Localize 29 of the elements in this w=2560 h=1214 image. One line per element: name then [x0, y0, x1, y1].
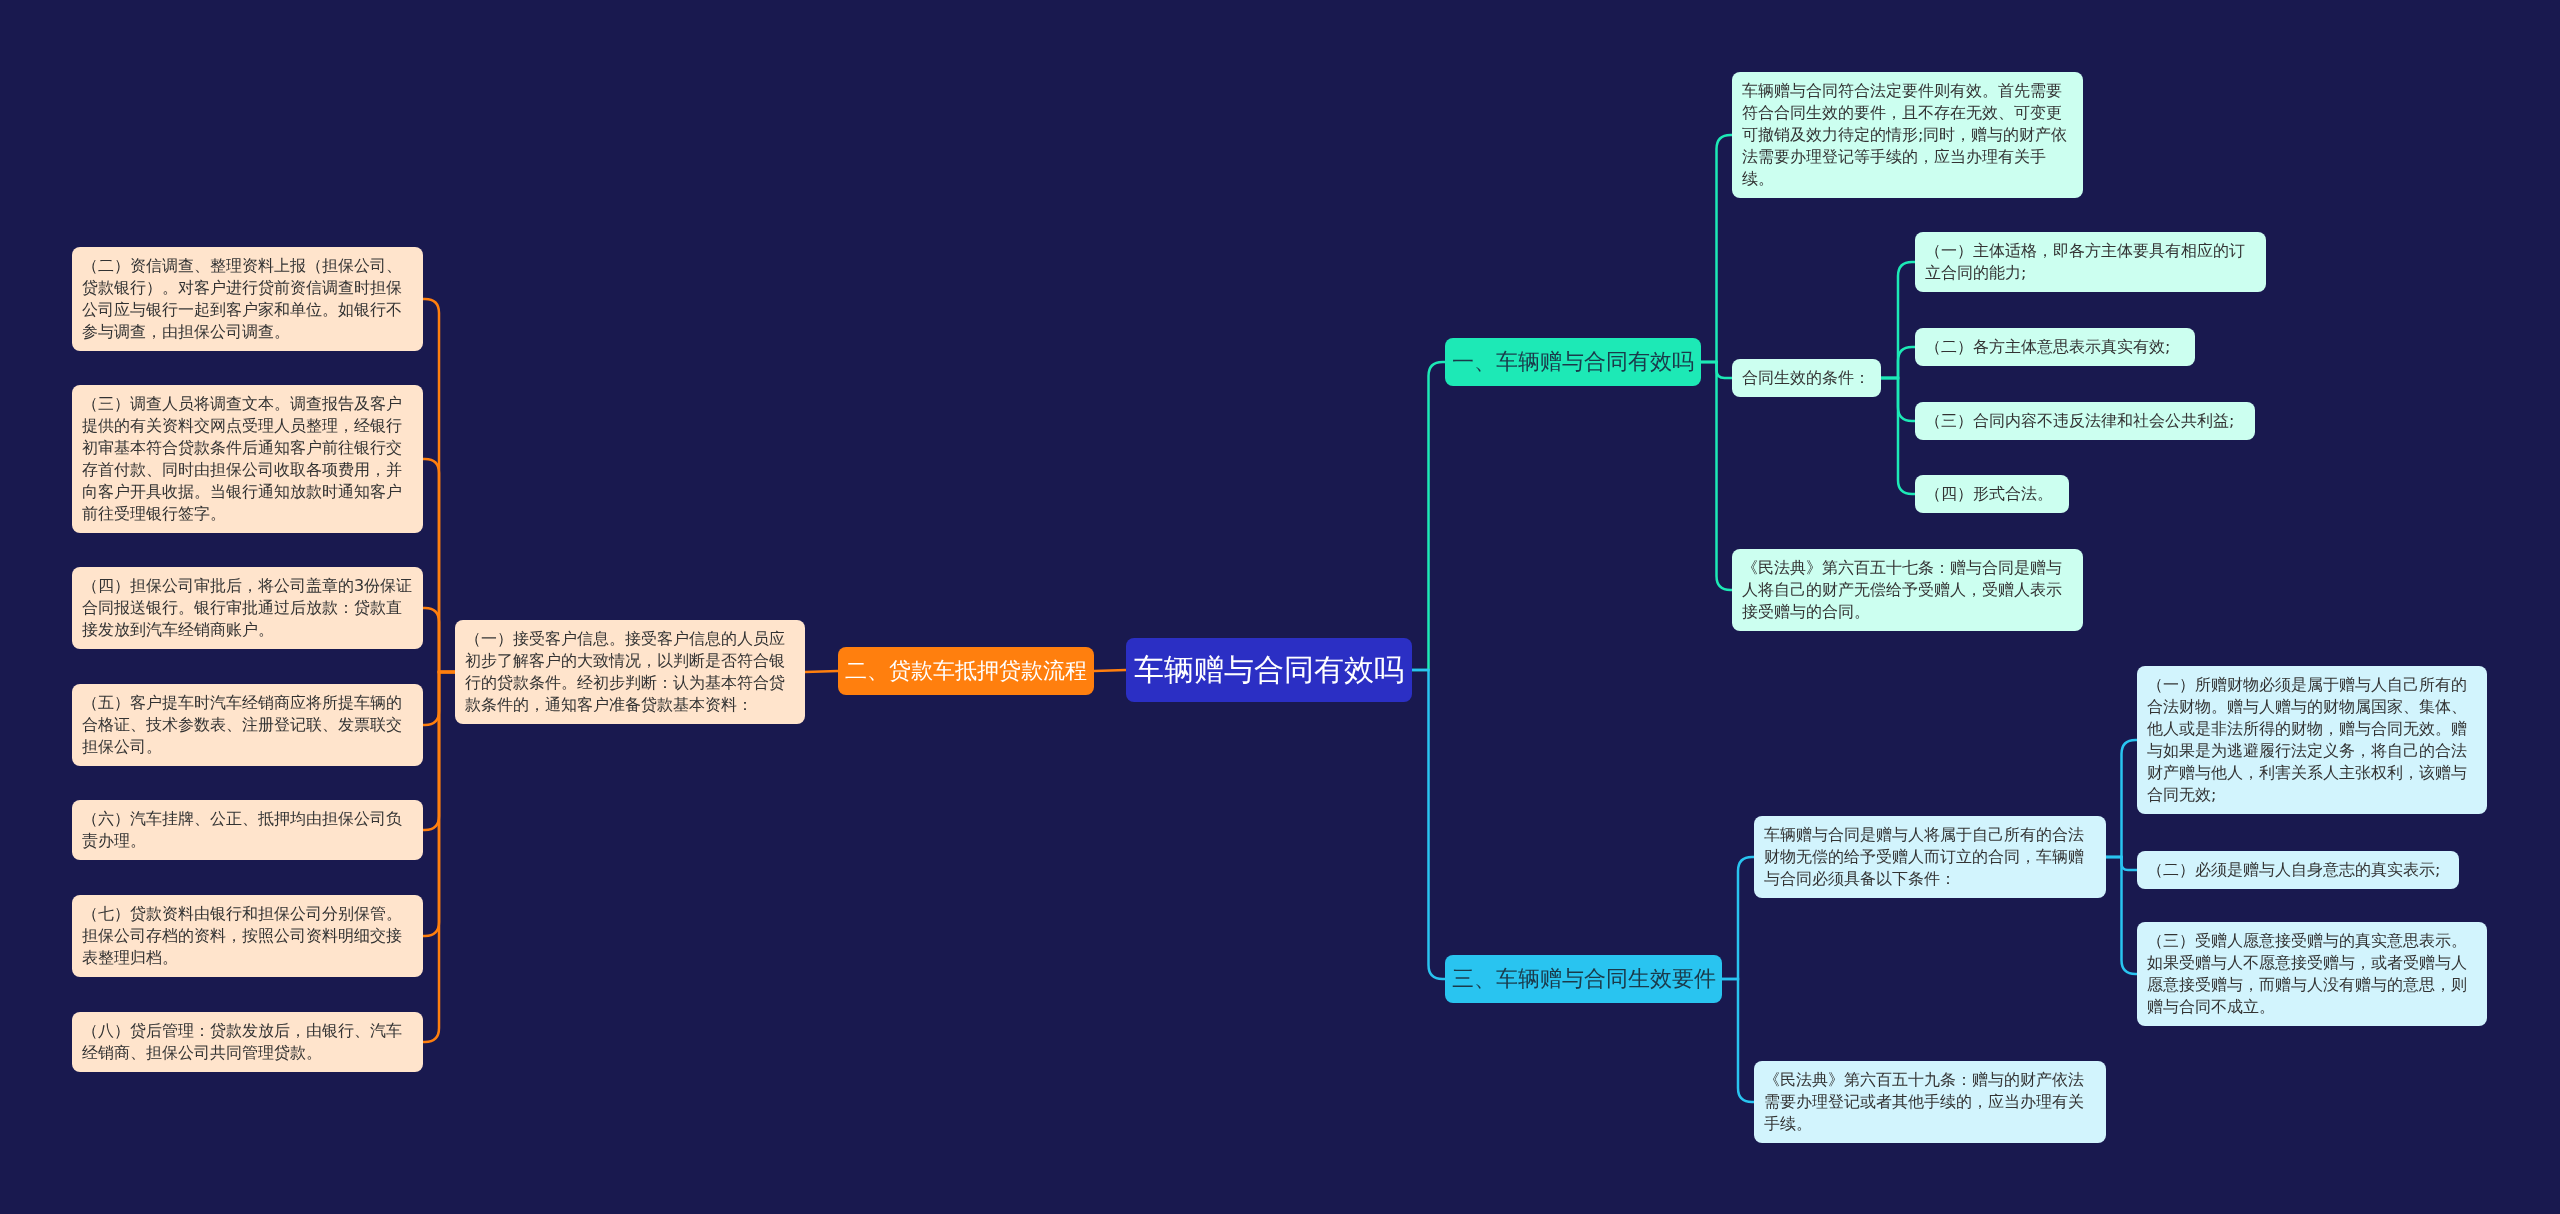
root-topic-box: 车辆赠与合同有效吗 — [1126, 638, 1412, 702]
topic-box: （三）调查人员将调查文本。调查报告及客户提供的有关资料交网点受理人员整理，经银行初审基本符合贷款条件后通知客户前往银行交存首付款、同时由担保公司收取各项费用，并向客户开具收据。当银行通知放款时通知客户前往受理银行签字。 — [72, 385, 423, 533]
connector-line — [1701, 360, 1733, 592]
topic-box: 合同生效的条件： — [1732, 359, 1881, 397]
branch-topic-box: 二、贷款车抵押贷款流程 — [838, 647, 1094, 695]
topic-box: 《民法典》第六百五十七条：赠与合同是赠与人将自己的财产无偿给予受赠人，受赠人表示接受赠与的合同。 — [1732, 549, 2083, 631]
connector-line — [2106, 855, 2138, 976]
topic-box: （一）所赠财物必须是属于赠与人自己所有的合法财物。赠与人赠与的财物属国家、集体、他人或是非法所得的财物，赠与合同无效。赠与如果是为逃避履行法定义务，将自己的合法财产赠与他人，利害关系人主张权利，该赠与合同无效; — [2137, 666, 2487, 814]
topic-box: （四）形式合法。 — [1915, 475, 2069, 513]
topic-box: 车辆赠与合同是赠与人将属于自己所有的合法财物无偿的给予受赠人而订立的合同，车辆赠与合同必须具备以下条件： — [1754, 816, 2106, 898]
topic-box: （三）受赠人愿意接受赠与的真实意思表示。如果受赠与人不愿意接受赠与，或者受赠与人愿意接受赠与，而赠与人没有赠与的意思，则赠与合同不成立。 — [2137, 922, 2487, 1026]
topic-box: （六）汽车挂牌、公正、抵押均由担保公司负责办理。 — [72, 800, 423, 860]
connector-line — [1722, 977, 1754, 1104]
connector-line — [804, 669, 839, 674]
topic-box: （二）资信调查、整理资料上报（担保公司、贷款银行）。对客户进行贷前资信调查时担保公司应与银行一起到客户家和单位。如银行不参与调查，由担保公司调查。 — [72, 247, 423, 351]
topic-box: （一）接受客户信息。接受客户信息的人员应初步了解客户的大致情况，以判断是否符合银行的贷款条件。经初步判断：认为基本符合贷款条件的，通知客户准备贷款基本资料： — [455, 620, 805, 724]
topic-box: （八）贷后管理：贷款发放后，由银行、汽车经销商、担保公司共同管理贷款。 — [72, 1012, 423, 1072]
topic-box: （二）必须是赠与人自身意志的真实表示; — [2137, 851, 2459, 889]
topic-box: 车辆赠与合同符合法定要件则有效。首先需要符合合同生效的要件，且不存在无效、可变更可撤销及效力待定的情形;同时，赠与的财产依法需要办理登记等手续的，应当办理有关手续。 — [1732, 72, 2083, 198]
branch-topic-box: 三、车辆赠与合同生效要件 — [1445, 955, 1722, 1003]
topic-box: （一）主体适格，即各方主体要具有相应的订立合同的能力; — [1915, 232, 2266, 292]
branch-topic-box: 一、车辆赠与合同有效吗 — [1445, 338, 1701, 386]
topic-box: （四）担保公司审批后，将公司盖章的3份保证合同报送银行。银行审批通过后放款：贷款直接发放到汽车经销商账户。 — [72, 567, 423, 649]
topic-box: （三）合同内容不违反法律和社会公共利益; — [1915, 402, 2255, 440]
topic-box: （二）各方主体意思表示真实有效; — [1915, 328, 2195, 366]
topic-box: （七）贷款资料由银行和担保公司分别保管。担保公司存档的资料，按照公司资料明细交接表整理归档。 — [72, 895, 423, 977]
connector-line — [1093, 668, 1127, 673]
topic-box: （五）客户提车时汽车经销商应将所提车辆的合格证、技术参数表、注册登记联、发票联交担保公司。 — [72, 684, 423, 766]
topic-box: 《民法典》第六百五十九条：赠与的财产依法需要办理登记或者其他手续的，应当办理有关手续。 — [1754, 1061, 2106, 1143]
